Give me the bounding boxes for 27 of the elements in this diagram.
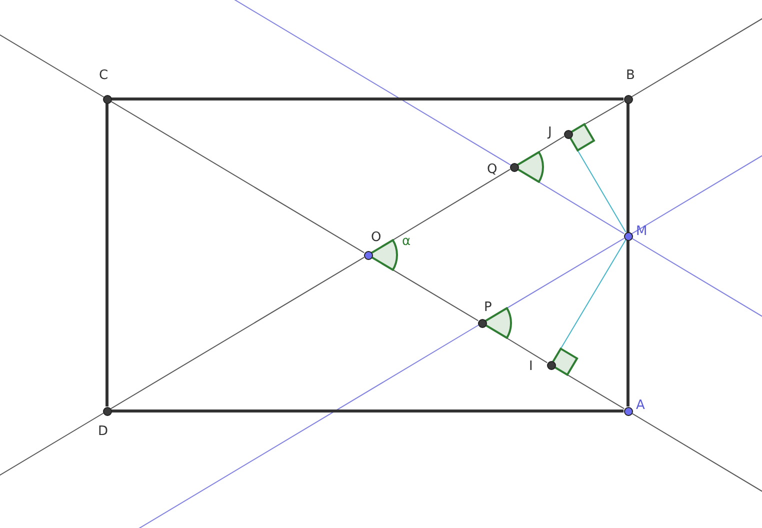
point xyxy=(624,232,632,240)
point xyxy=(624,94,632,104)
point-label: P xyxy=(484,301,492,314)
rectangle-side xyxy=(106,104,108,406)
rectangle-side xyxy=(626,104,630,406)
point-label: J xyxy=(548,126,552,139)
point-label: C xyxy=(99,69,108,82)
point xyxy=(478,318,486,328)
point xyxy=(364,250,372,260)
point-label: O xyxy=(371,231,382,244)
point-label: B xyxy=(626,69,635,82)
rectangle-side xyxy=(112,410,624,412)
angle-label: α xyxy=(402,235,411,248)
line-segment xyxy=(110,256,365,410)
point-label: A xyxy=(636,399,645,412)
point xyxy=(546,360,556,370)
point xyxy=(564,130,572,138)
point xyxy=(102,406,112,416)
point-label: M xyxy=(636,225,648,238)
point xyxy=(624,406,632,416)
line-segment xyxy=(110,100,365,254)
point xyxy=(510,162,518,172)
point xyxy=(102,94,112,104)
rectangle-side xyxy=(112,98,624,100)
point-label: D xyxy=(98,425,108,438)
point-label: Q xyxy=(487,163,498,176)
point-label: I xyxy=(529,360,533,373)
